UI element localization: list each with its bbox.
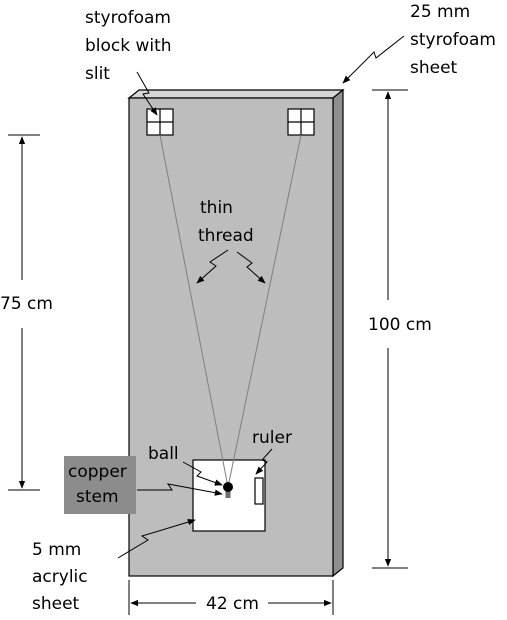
label-acrylic-2: acrylic <box>32 567 88 587</box>
label-styrofoam-block-3: slit <box>85 64 110 84</box>
label-thin-thread-2: thread <box>198 226 254 246</box>
leader-styrofoam-sheet <box>342 35 405 84</box>
styrofoam-block-left <box>146 108 174 136</box>
label-copper-stem-1: copper <box>68 462 127 482</box>
label-styrofoam-sheet-1: 25 mm <box>410 2 471 22</box>
dimension-42cm <box>128 580 334 615</box>
label-thin-thread-1: thin <box>200 198 233 218</box>
leader-copper-stem <box>137 483 223 496</box>
leader-thread-left <box>196 249 229 284</box>
label-42cm: 42 cm <box>206 594 259 614</box>
copper-stem-label-box <box>64 456 136 514</box>
leader-thread-right <box>236 251 266 284</box>
leader-ball <box>182 461 223 486</box>
label-acrylic-1: 5 mm <box>32 540 82 560</box>
label-75cm: 75 cm <box>0 294 53 314</box>
label-copper-stem-2: stem <box>76 487 119 507</box>
label-styrofoam-sheet-3: sheet <box>410 58 458 78</box>
leader-ruler <box>255 448 273 475</box>
label-ball: ball <box>148 444 179 464</box>
ruler <box>254 477 264 505</box>
label-100cm: 100 cm <box>368 315 432 335</box>
dimension-75cm <box>8 134 40 491</box>
label-acrylic-3: sheet <box>32 594 80 614</box>
dimension-100cm <box>372 89 408 569</box>
copper-stem <box>225 491 231 498</box>
thread-right <box>227 134 302 488</box>
leader-styrofoam-block <box>136 71 158 116</box>
label-styrofoam-sheet-2: styrofoam <box>410 30 496 50</box>
board-top-edge <box>127 89 345 99</box>
styrofoam-block-right <box>287 108 315 136</box>
leader-acrylic-sheet <box>117 519 196 559</box>
label-styrofoam-block-2: block with <box>85 36 172 56</box>
label-ruler: ruler <box>252 428 292 448</box>
thread-left <box>159 134 229 488</box>
board-side-edge <box>332 88 344 578</box>
label-styrofoam-block-1: styrofoam <box>85 8 171 28</box>
ball <box>223 482 233 492</box>
